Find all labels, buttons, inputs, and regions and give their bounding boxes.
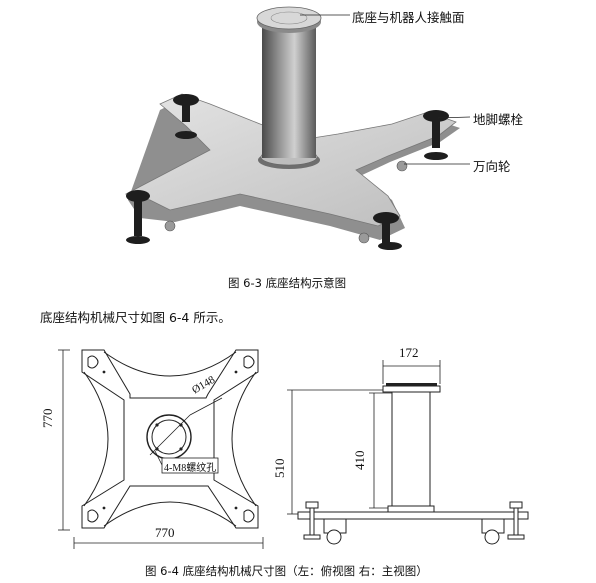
callout-foot-bolt: 地脚螺栓 bbox=[473, 112, 524, 127]
front-view-total-height-dimension: 510 bbox=[272, 458, 287, 479]
thread-hole-note: 4-M8螺纹孔 bbox=[164, 463, 217, 474]
base-3d-illustration bbox=[124, 6, 471, 250]
front-view-column-dimension: 410 bbox=[352, 450, 367, 471]
callout-interface-surface: 底座与机器人接触面 bbox=[352, 10, 465, 25]
figure-6-3-caption: 图 6-3 底座结构示意图 bbox=[228, 276, 347, 290]
callout-caster-wheel: 万向轮 bbox=[473, 159, 511, 174]
body-paragraph: 底座结构机械尺寸如图 6-4 所示。 bbox=[40, 310, 231, 325]
front-view-drawing bbox=[287, 360, 529, 545]
top-view-width-dimension: 770 bbox=[155, 525, 175, 540]
top-view-height-dimension: 770 bbox=[40, 408, 55, 429]
front-view-flange-dimension: 172 bbox=[399, 345, 419, 360]
top-view-drawing bbox=[58, 349, 264, 549]
figure-6-4-caption: 图 6-4 底座结构机械尺寸图（左：俯视图 右：主视图） bbox=[145, 564, 428, 578]
